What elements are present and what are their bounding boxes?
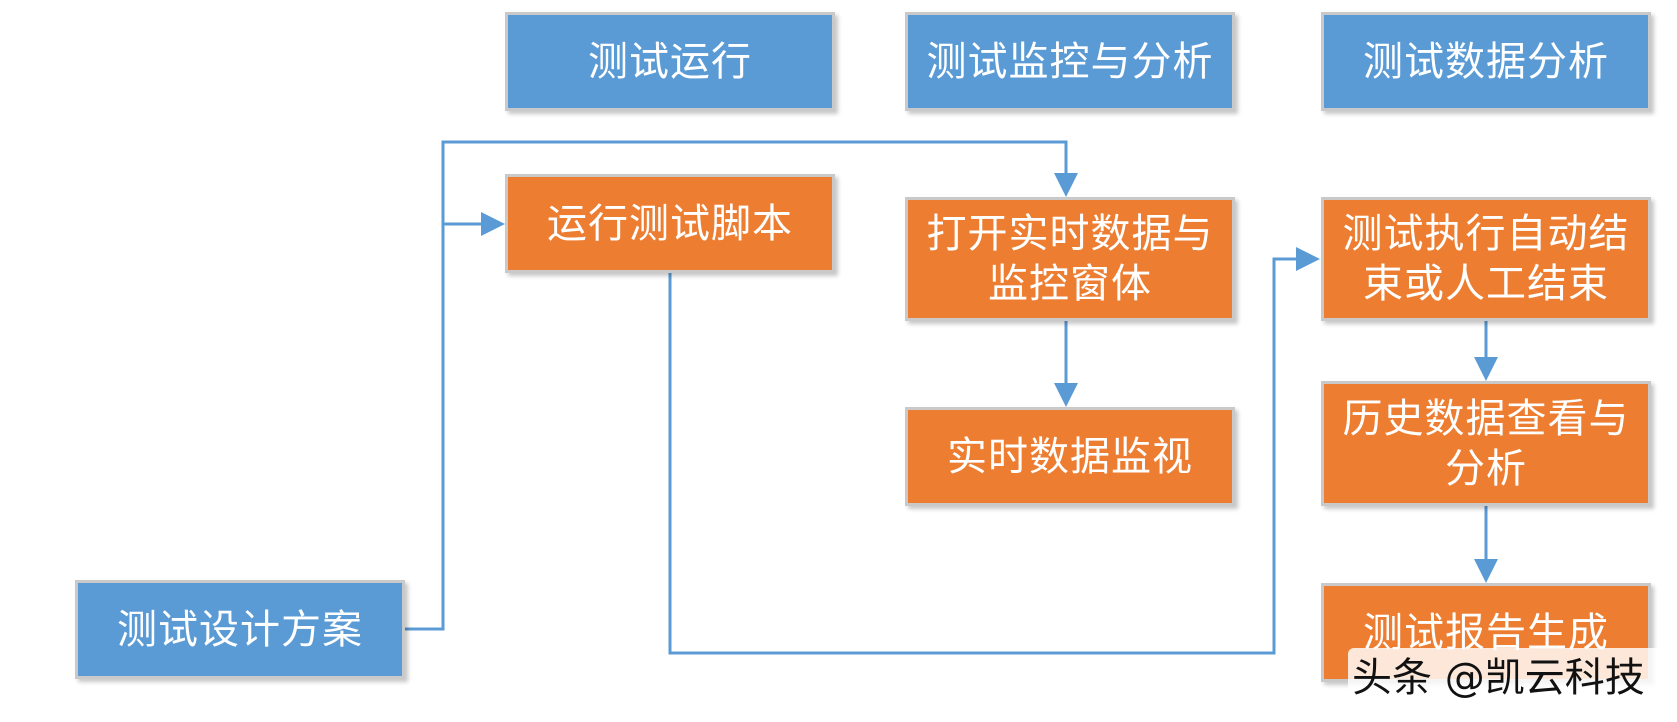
node-realtime-monitor-label: 实时数据监视 — [947, 433, 1193, 480]
node-design-plan-label: 测试设计方案 — [117, 606, 363, 653]
node-end-test-line2: 束或人工结束 — [1363, 261, 1609, 307]
node-run-script: 运行测试脚本 — [505, 174, 835, 273]
node-report-label: 测试报告生成 — [1363, 609, 1609, 656]
node-realtime-monitor: 实时数据监视 — [905, 407, 1235, 506]
node-end-test-line1: 测试执行自动结 — [1342, 211, 1630, 257]
header-test-data: 测试数据分析 — [1321, 12, 1651, 111]
node-run-script-label: 运行测试脚本 — [547, 200, 793, 247]
node-open-realtime-line2: 监控窗体 — [988, 261, 1152, 307]
watermark-text: 头条 @凯云科技 — [1352, 655, 1645, 701]
arrowhead-open-realtime — [1054, 173, 1078, 197]
header-test-monitor: 测试监控与分析 — [905, 12, 1235, 111]
node-history-analysis-line1: 历史数据查看与 — [1342, 395, 1630, 442]
watermark-backdrop — [1348, 648, 1670, 708]
node-design-plan: 测试设计方案 — [75, 580, 405, 679]
node-history-analysis-line2: 分析 — [1445, 445, 1527, 492]
node-open-realtime: 打开实时数据与 监控窗体 — [905, 197, 1235, 321]
arrowhead-run-script — [481, 212, 505, 236]
arrowhead-history — [1474, 357, 1498, 381]
arrowhead-realtime-monitor — [1054, 383, 1078, 407]
node-open-realtime-line1: 打开实时数据与 — [926, 211, 1214, 257]
header-test-run-label: 测试运行 — [588, 38, 752, 85]
node-history-analysis: 历史数据查看与 分析 — [1321, 381, 1651, 506]
connector-design-to-open-realtime — [441, 140, 1068, 224]
header-test-monitor-label: 测试监控与分析 — [926, 38, 1214, 85]
connector-run-to-end-test — [668, 257, 1309, 655]
connector-design-to-run — [405, 222, 496, 631]
header-test-data-label: 测试数据分析 — [1363, 38, 1609, 85]
arrowhead-report — [1474, 559, 1498, 583]
header-test-run: 测试运行 — [505, 12, 835, 111]
arrowhead-end-test — [1296, 247, 1320, 271]
node-end-test: 测试执行自动结 束或人工结束 — [1321, 197, 1651, 321]
